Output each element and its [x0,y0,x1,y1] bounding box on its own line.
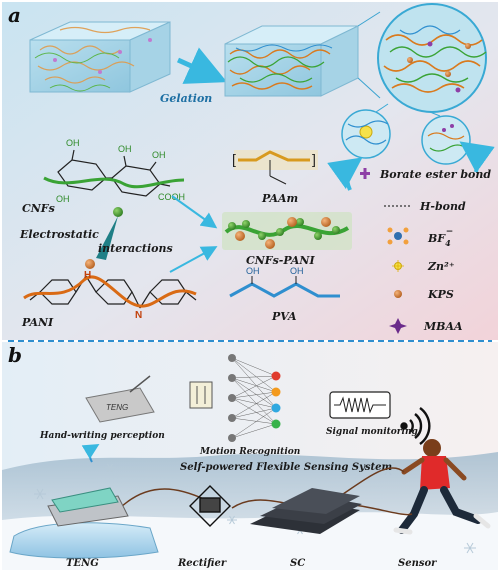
legend-hbond: H-bond [419,200,466,213]
hydrogel-cube [224,25,359,97]
cnfs-oh1: OH [66,138,80,148]
pva-oh2: OH [290,266,304,276]
supercapacitor-device [250,488,362,534]
runner-figure [393,439,491,535]
legend: Borate ester bond H-bond BF4− Zn²⁺ KPS M… [360,168,491,334]
cnfs-pani-label: CNFs-PANI [246,254,315,267]
neural-network-icon [189,354,281,442]
motion-recognition-label: Motion Recognition [199,447,300,457]
cnfs-oh2: OH [118,144,132,154]
cnfs-oh4: OH [56,194,70,204]
zoom-connector-right [429,111,441,117]
borate-zoom-circle [341,109,391,159]
zoom-line-bottom [357,77,381,99]
svg-text:[: [ [232,151,236,167]
cnfs-backbone [43,176,185,189]
pani-ball [85,259,95,269]
pani-h-label: H [84,270,91,281]
zoom-connector-left [375,103,389,113]
legend-bf4: BF4− [427,227,453,248]
legend-zn: Zn²⁺ [427,260,455,273]
electrostatic-label: Electrostatic [19,228,99,241]
legend-mbaa: MBAA [423,320,463,333]
panel-b-letter: b [8,343,22,367]
cnfs-pani-composite [222,212,352,250]
electrostatic-ball-top [113,207,123,217]
zoom-line-top [357,11,381,27]
bf4-icon [387,227,409,245]
system-label: Self-powered Flexible Sensing System [180,462,392,473]
cnfs-oh3: OH [152,150,166,160]
teng-label: TENG [66,558,99,569]
signal-monitoring-label: Signal monitoring [326,427,418,437]
pva-label: PVA [271,310,297,323]
pani-label: PANI [21,316,54,329]
borate-ester-bond-icon [360,168,370,179]
signal-monitor-icon [329,391,391,419]
legend-arrow [327,157,363,191]
rectifier-label: Rectifier [177,558,227,569]
legend-arrow-right [459,141,495,173]
handwriting-teng-label: TENG [106,403,128,412]
legend-bf4-sup: − [446,227,454,237]
arrow-pani-to-composite [169,246,218,273]
sensor-label: Sensor [398,558,437,569]
handwriting-teng-device [85,375,155,423]
gelation-arrow [176,47,228,84]
rectifier-icon [189,485,231,527]
sc-label: SC [290,558,305,569]
svg-text:]: ] [312,151,316,167]
cnfs-cooh: COOH [158,192,185,202]
handwriting-arrow [81,443,100,463]
wires [119,467,413,516]
kps-icon [394,290,402,298]
pva-oh1: OH [246,266,260,276]
gelation-label: Gelation [160,92,212,105]
legend-borate: Borate ester bond [379,168,491,181]
hbond-zoom-circle [421,115,471,165]
paam-structure: [ ] [232,150,318,185]
mbaa-icon [389,318,407,334]
cnfs-label: CNFs [22,202,55,215]
network-zoom-circle [377,3,487,113]
precursor-cube [29,21,171,93]
arrow-cnfs-to-composite [171,195,218,229]
legend-kps: KPS [427,288,454,301]
legend-bf4-sub: 4 [445,238,451,248]
wireless-icon [400,407,431,445]
electrostatic-wedge [96,216,118,260]
pani-backbone [23,275,197,308]
pani-n-label: N [135,310,142,321]
zn-icon [392,260,404,272]
paam-label: PAAm [261,192,298,205]
teng-ice-device [9,487,159,559]
pva-structure [229,276,340,298]
panel-a-letter: a [8,3,21,27]
handwriting-label: Hand-writing perception [39,431,165,441]
interactions-label: interactions [98,242,173,255]
legend-bf4-main: BF [427,232,446,245]
